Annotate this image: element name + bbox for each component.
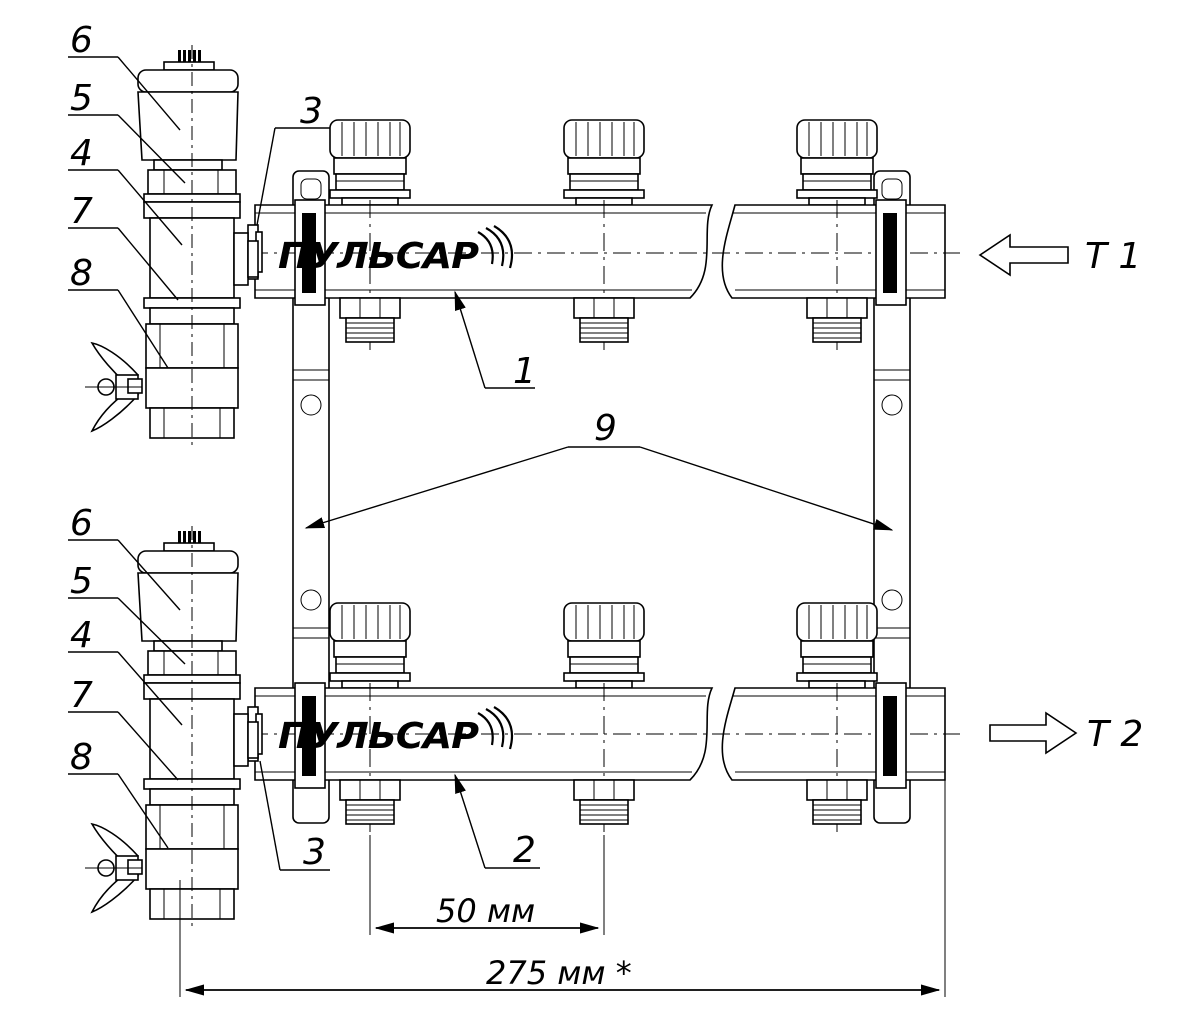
supply-manifold — [247, 119, 960, 350]
callout-6-bottom: 6 — [70, 503, 93, 544]
side-assembly-bottom — [84, 525, 259, 932]
brand-logo-top: ПУЛЬСАР — [278, 225, 514, 277]
brand-logo-bottom: ПУЛЬСАР — [278, 706, 514, 757]
callout-4-bottom: 4 — [70, 615, 93, 656]
callout-numbers: 6 5 4 7 8 3 1 9 6 5 4 7 8 3 2 — [70, 20, 617, 873]
callout-7-top: 7 — [70, 191, 93, 232]
svg-text:ПУЛЬСАР: ПУЛЬСАР — [278, 236, 479, 277]
callout-leaders — [68, 56, 894, 871]
side-assembly-top — [84, 44, 259, 451]
callout-3-bottom: 3 — [303, 832, 326, 873]
flow-arrow-supply: T 1 — [978, 233, 1141, 277]
return-manifold — [247, 602, 960, 832]
callout-5-bottom: 5 — [70, 561, 93, 602]
callout-2: 2 — [513, 830, 536, 871]
mounting-bracket-right — [873, 170, 911, 824]
dimension-label-total: 275 мм * — [486, 954, 632, 992]
flow-label-supply: T 1 — [1085, 236, 1141, 277]
callout-8-bottom: 8 — [70, 737, 93, 778]
callout-8-top: 8 — [70, 253, 93, 294]
dimension-spacing: 50 мм — [369, 835, 605, 935]
callout-1: 1 — [513, 351, 536, 392]
callout-5-top: 5 — [70, 78, 93, 119]
dimension-label-spacing: 50 мм — [436, 892, 535, 930]
dimension-total: 275 мм * — [179, 780, 946, 997]
flow-arrow-return: T 2 — [989, 711, 1143, 755]
callout-3-top: 3 — [300, 91, 323, 132]
callout-7-bottom: 7 — [70, 675, 93, 716]
mounting-bracket-left — [292, 170, 330, 824]
svg-text:ПУЛЬСАР: ПУЛЬСАР — [278, 716, 479, 757]
callout-4-top: 4 — [70, 133, 93, 174]
callout-6-top: 6 — [70, 20, 93, 61]
callout-9: 9 — [594, 408, 617, 449]
flow-label-return: T 2 — [1087, 714, 1143, 755]
